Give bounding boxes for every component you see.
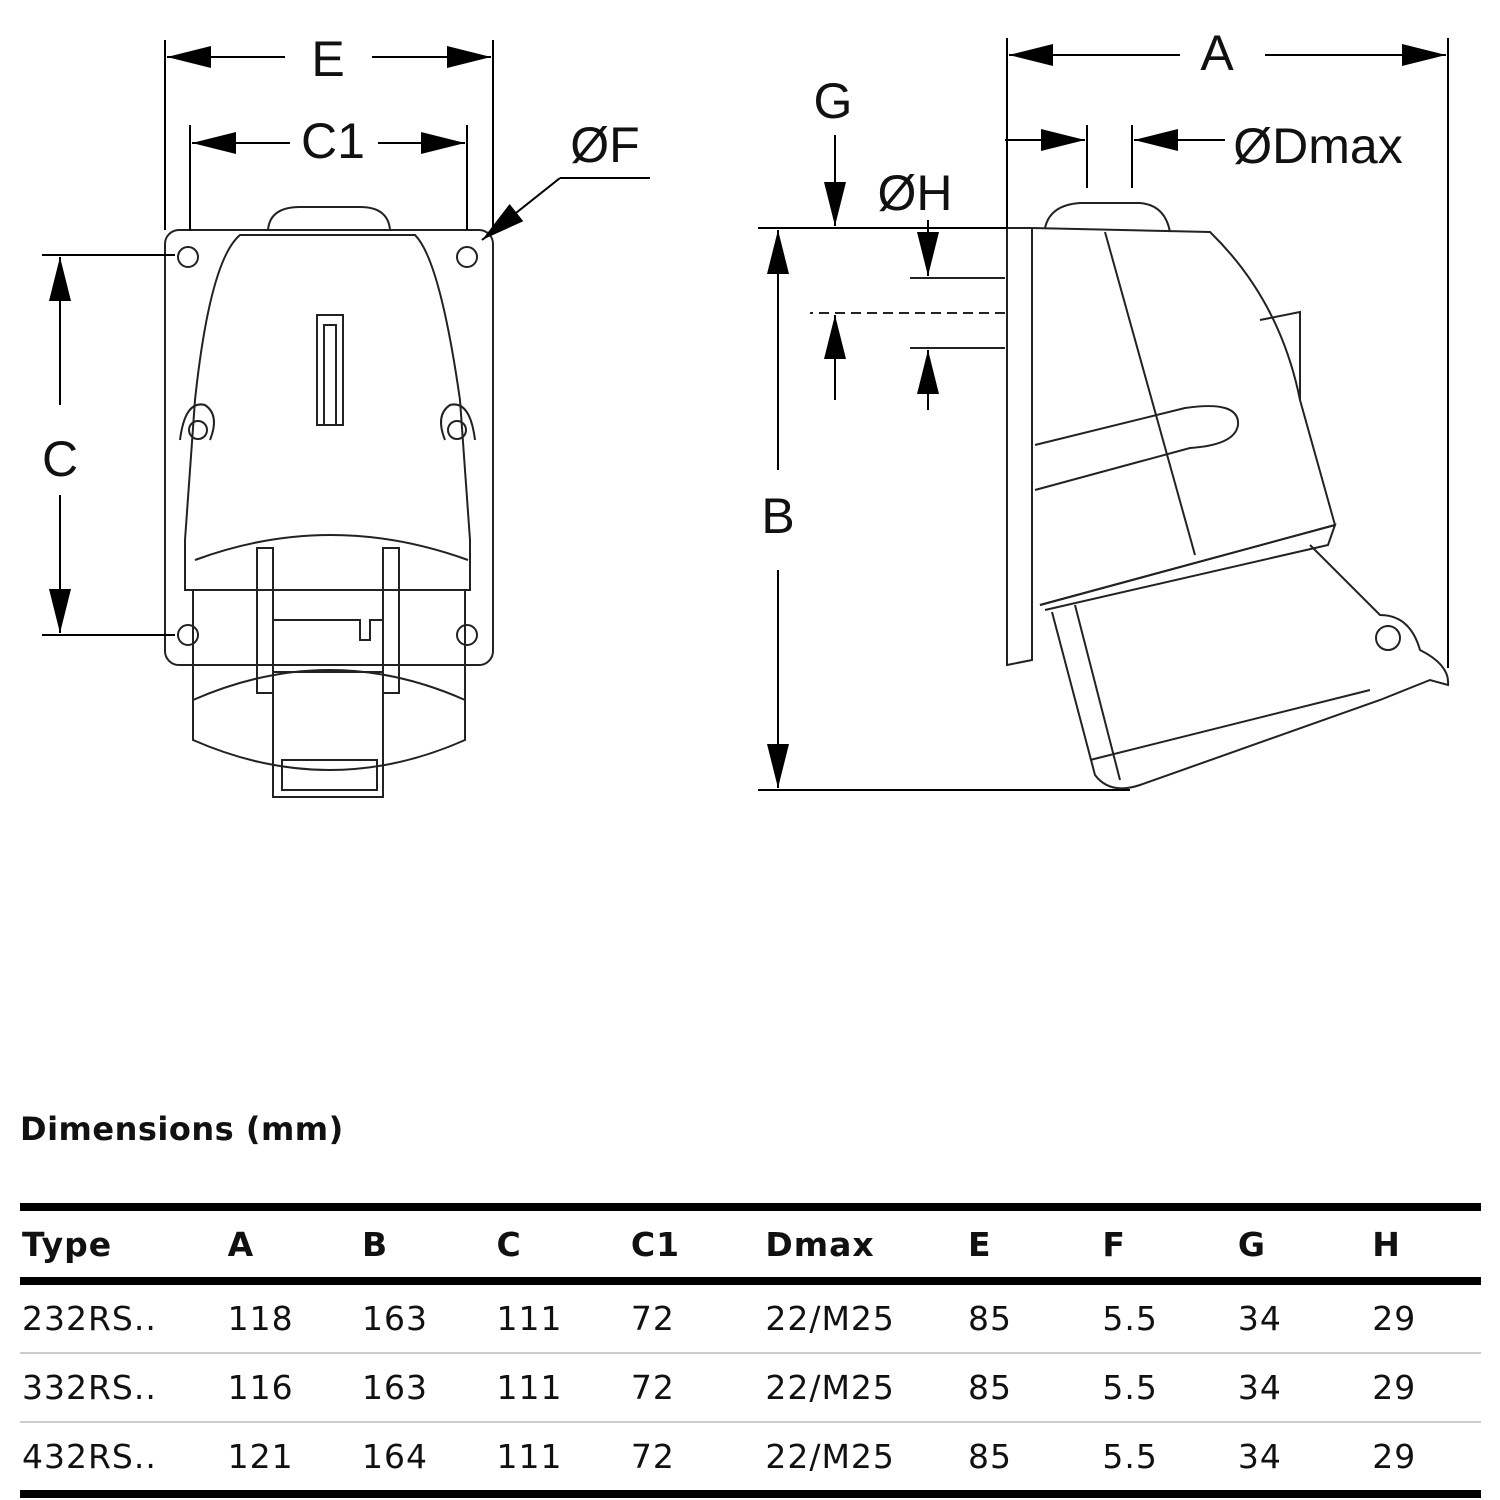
value-cell: 111 xyxy=(496,1299,563,1338)
table-row: 332RS.. 116 163 111 72 22/M25 85 5.5 34 29 xyxy=(20,1354,1481,1421)
value-cell: 34 xyxy=(1237,1368,1282,1407)
value-cell: 85 xyxy=(967,1368,1012,1407)
header-cell: A xyxy=(227,1224,255,1264)
table-row: 432RS.. 121 164 111 72 22/M25 85 5.5 34 29 xyxy=(20,1423,1481,1490)
header-cell: B xyxy=(362,1224,389,1264)
type-cell: 232RS.. xyxy=(22,1299,157,1338)
side-view-dimensions xyxy=(758,38,1449,791)
technical-drawing: E C1 ØF C A G ØDmax ØH xyxy=(42,25,1450,798)
value-cell: 29 xyxy=(1372,1437,1417,1476)
header-cell: F xyxy=(1102,1224,1126,1264)
header-cell: E xyxy=(967,1224,992,1264)
dim-label-h: ØH xyxy=(878,165,953,221)
table-rule-top xyxy=(20,1203,1481,1211)
dim-label-c1: C1 xyxy=(301,113,365,169)
value-cell: 85 xyxy=(967,1299,1012,1338)
header-cell: C xyxy=(496,1224,522,1264)
row-separator xyxy=(20,1421,1481,1423)
value-cell: 111 xyxy=(496,1368,563,1407)
value-cell: 29 xyxy=(1372,1368,1417,1407)
value-cell: 5.5 xyxy=(1102,1299,1158,1338)
value-cell: 72 xyxy=(630,1368,675,1407)
value-cell: 85 xyxy=(967,1437,1012,1476)
value-cell: 22/M25 xyxy=(765,1368,895,1407)
table-rule-bottom xyxy=(20,1490,1481,1498)
type-cell: 332RS.. xyxy=(22,1368,157,1407)
front-view-dimensions xyxy=(42,40,650,636)
value-cell: 163 xyxy=(362,1368,429,1407)
dim-label-g: G xyxy=(814,73,853,129)
header-cell: G xyxy=(1237,1224,1266,1264)
value-cell: 29 xyxy=(1372,1299,1417,1338)
value-cell: 111 xyxy=(496,1437,563,1476)
value-cell: 5.5 xyxy=(1102,1368,1158,1407)
table-header-row: Type A B C C1 Dmax E F G H xyxy=(20,1211,1481,1277)
row-separator xyxy=(20,1352,1481,1354)
value-cell: 163 xyxy=(362,1299,429,1338)
value-cell: 116 xyxy=(227,1368,294,1407)
type-cell: 432RS.. xyxy=(22,1437,157,1476)
dim-label-f: ØF xyxy=(570,117,639,173)
value-cell: 72 xyxy=(630,1299,675,1338)
dim-label-dmax: ØDmax xyxy=(1233,118,1402,174)
header-cell: C1 xyxy=(630,1224,681,1264)
dimensions-table: Type A B C C1 Dmax E F G H 232RS.. 118 163… xyxy=(20,1203,1481,1498)
header-cell: H xyxy=(1372,1224,1401,1264)
value-cell: 72 xyxy=(630,1437,675,1476)
dim-label-b: B xyxy=(761,488,794,544)
value-cell: 34 xyxy=(1237,1299,1282,1338)
value-cell: 121 xyxy=(227,1437,294,1476)
table-title: Dimensions (mm) xyxy=(20,1110,344,1148)
front-view xyxy=(164,206,494,798)
dim-label-e: E xyxy=(311,31,344,87)
dim-label-a: A xyxy=(1200,25,1234,81)
table-row: 232RS.. 118 163 111 72 22/M25 85 5.5 34 29 xyxy=(20,1285,1481,1352)
side-view xyxy=(810,202,1450,790)
value-cell: 22/M25 xyxy=(765,1299,895,1338)
header-cell: Type xyxy=(22,1224,113,1264)
value-cell: 5.5 xyxy=(1102,1437,1158,1476)
value-cell: 22/M25 xyxy=(765,1437,895,1476)
value-cell: 34 xyxy=(1237,1437,1282,1476)
table-rule-header xyxy=(20,1277,1481,1285)
header-cell: Dmax xyxy=(765,1224,875,1264)
value-cell: 164 xyxy=(362,1437,429,1476)
dim-label-c: C xyxy=(42,431,78,487)
value-cell: 118 xyxy=(227,1299,294,1338)
